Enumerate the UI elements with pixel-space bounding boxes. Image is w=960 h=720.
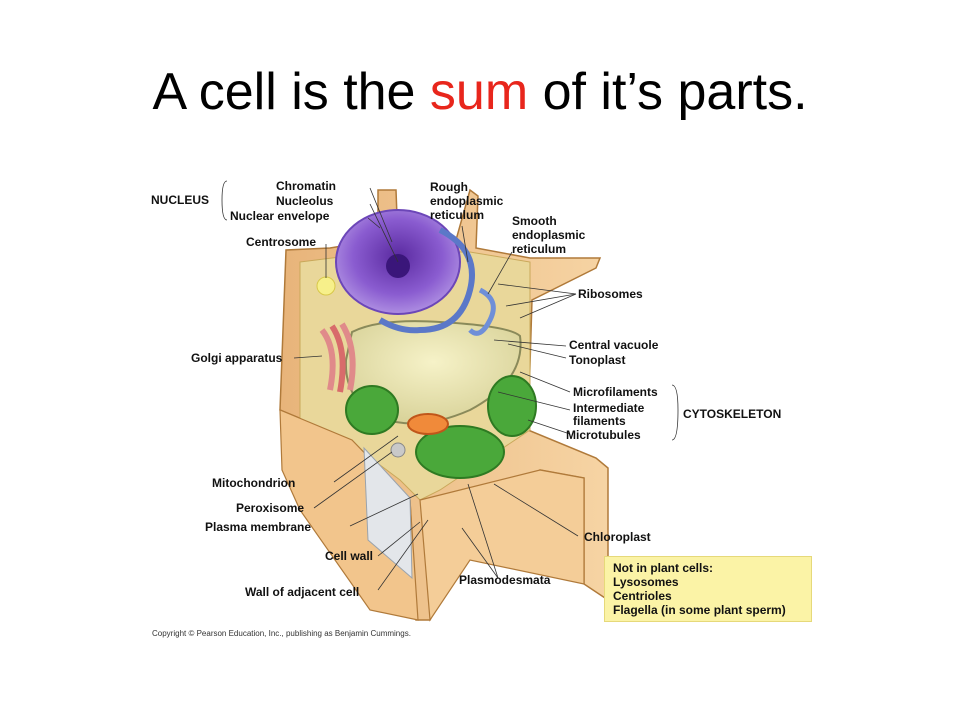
leader-lines (221, 180, 679, 591)
title-accent-word: sum (429, 63, 529, 121)
label-smooth-er-3: reticulum (512, 242, 566, 256)
not-in-plant-cells-box: Not in plant cells: Lysosomes Centrioles… (604, 556, 812, 622)
label-peroxisome: Peroxisome (236, 501, 304, 515)
label-microtubules: Microtubules (566, 428, 641, 442)
golgi-shape (319, 322, 356, 393)
note-item: Lysosomes (613, 575, 679, 589)
label-intermediate-2: filaments (573, 414, 626, 428)
page-title: A cell is the sum of it’s parts. (0, 62, 960, 122)
note-heading: Not in plant cells: (613, 561, 714, 575)
label-nucleolus: Nucleolus (276, 194, 334, 208)
cell-wall-front-left (279, 409, 419, 621)
label-cell-wall: Cell wall (325, 549, 373, 563)
label-wall-adjacent: Wall of adjacent cell (245, 585, 359, 599)
label-plasmodesmata: Plasmodesmata (459, 573, 551, 587)
label-ribosomes: Ribosomes (578, 287, 643, 301)
copyright-text: Copyright © Pearson Education, Inc., pub… (152, 629, 411, 638)
label-centrosome: Centrosome (246, 235, 316, 249)
label-tonoplast: Tonoplast (569, 353, 625, 367)
membrane-face (363, 446, 413, 580)
nucleolus-shape (386, 254, 410, 278)
label-intermediate-1: Intermediate (573, 401, 645, 415)
title-text-before: A cell is the (152, 63, 430, 121)
label-nuclear-envelope: Nuclear envelope (230, 209, 330, 223)
title-text-after: of it’s parts. (528, 63, 808, 121)
cell-wall-front-right (419, 469, 585, 622)
smooth-er-shape (468, 287, 496, 336)
label-plasma-membrane: Plasma membrane (205, 520, 311, 534)
label-rough-er-1: Rough (430, 180, 468, 194)
chloroplast-shape-2 (487, 375, 537, 437)
label-golgi: Golgi apparatus (191, 351, 283, 365)
peroxisome-shape (390, 442, 406, 458)
chloroplast-shape-3 (415, 425, 505, 479)
label-microfilaments: Microfilaments (573, 385, 658, 399)
label-central-vacuole: Central vacuole (569, 338, 659, 352)
label-rough-er-2: endoplasmic (430, 194, 504, 208)
label-chloroplast: Chloroplast (584, 530, 651, 544)
mitochondrion-shape (407, 413, 449, 435)
note-item: Flagella (in some plant sperm) (613, 603, 786, 617)
label-chromatin: Chromatin (276, 179, 336, 193)
centrosome-shape (316, 276, 336, 296)
label-mitochondrion: Mitochondrion (212, 476, 295, 490)
label-smooth-er-2: endoplasmic (512, 228, 586, 242)
label-smooth-er-1: Smooth (512, 214, 557, 228)
chloroplast-shape-1 (345, 385, 399, 435)
label-cytoskeleton: CYTOSKELETON (683, 407, 781, 421)
label-rough-er-3: reticulum (430, 208, 484, 222)
label-nucleus: NUCLEUS (151, 193, 209, 207)
note-item: Centrioles (613, 589, 672, 603)
